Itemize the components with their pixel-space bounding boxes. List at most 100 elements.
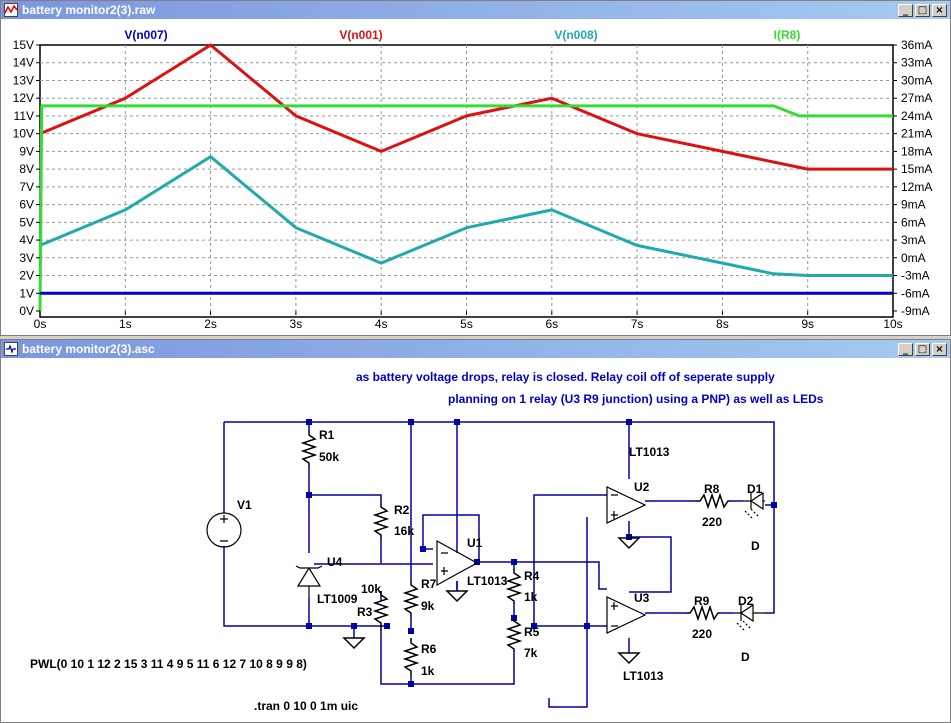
schematic-icon — [4, 342, 18, 356]
wires — [223, 421, 775, 708]
r6-value: 1k — [421, 664, 435, 678]
y-right-tick-label: -3mA — [901, 269, 930, 283]
plot-window-titlebar[interactable]: battery monitor2(3).raw _ □ × — [1, 1, 950, 19]
legend-entry[interactable]: V(n007) — [124, 28, 167, 42]
y-right-tick-label: 9mA — [901, 198, 926, 212]
r7-label: R7 — [421, 577, 437, 591]
y-left-tick-label: 1V — [19, 286, 34, 300]
r4-label: R4 — [524, 569, 540, 583]
schematic-window[interactable]: battery monitor2(3).asc _ □ × as battery… — [0, 339, 951, 723]
r1-value: 50k — [319, 450, 339, 464]
y-left-tick-label: 4V — [19, 233, 34, 247]
d2-model: D — [741, 650, 750, 664]
x-tick-label: 9s — [801, 317, 814, 331]
y-right-tick-label: -6mA — [901, 286, 930, 300]
r8-label: R8 — [704, 482, 720, 496]
r4-value: 1k — [524, 590, 538, 604]
y-right-tick-label: 12mA — [901, 180, 932, 194]
x-tick-label: 7s — [631, 317, 644, 331]
u1-part: LT1013 — [467, 574, 508, 588]
junction-dots — [306, 419, 777, 687]
series-line-ir8 — [38, 104, 893, 312]
y-right-tick-label: 0mA — [901, 251, 926, 265]
tran-directive: .tran 0 10 0 1m uic — [254, 699, 358, 713]
y-right-tick-label: 24mA — [901, 109, 932, 123]
r8-value: 220 — [702, 515, 722, 529]
plot-window-title: battery monitor2(3).raw — [22, 3, 156, 17]
minimize-button[interactable]: _ — [898, 3, 913, 17]
d1-label: D1 — [747, 482, 763, 496]
legend-entry[interactable]: V(n008) — [554, 28, 597, 42]
y-left-tick-label: 2V — [19, 269, 34, 283]
y-left-tick-label: 3V — [19, 251, 34, 265]
u4-part: LT1009 — [317, 592, 358, 606]
y-left-tick-label: 11V — [14, 109, 34, 123]
y-left-tick-label: 5V — [19, 215, 34, 229]
series-line-vn008 — [39, 155, 893, 277]
r5-value: 7k — [524, 646, 538, 660]
close-button[interactable]: × — [932, 342, 947, 356]
resistor-symbols — [300, 431, 730, 676]
r3-value: 10k — [361, 582, 381, 596]
x-tick-label: 10s — [883, 317, 902, 331]
u4-reference-symbol — [295, 565, 323, 598]
comment-line-1: as battery voltage drops, relay is close… — [356, 370, 775, 384]
waveform-plot[interactable]: 15V14V13V12V11V10V9V8V7V6V5V4V3V2V1V0V36… — [1, 19, 950, 335]
y-right-tick-label: 27mA — [901, 91, 932, 105]
y-right-tick-label: 18mA — [901, 144, 932, 158]
v1-label: V1 — [237, 498, 252, 512]
led-symbols — [734, 491, 765, 632]
u2-label: U2 — [634, 480, 650, 494]
comment-line-2: planning on 1 relay (U3 R9 junction) usi… — [448, 392, 824, 406]
pwl-directive: PWL(0 10 1 12 2 15 3 11 4 9 5 11 6 12 7 … — [30, 657, 307, 671]
y-left-tick-label: 7V — [19, 180, 34, 194]
v1-source-symbol — [206, 512, 242, 548]
y-right-tick-label: -9mA — [901, 304, 930, 318]
u3-label: U3 — [634, 591, 650, 605]
x-tick-label: 5s — [460, 317, 473, 331]
y-right-tick-label: 30mA — [901, 73, 932, 87]
schematic-window-title: battery monitor2(3).asc — [22, 342, 155, 356]
y-left-tick-label: 0V — [19, 304, 34, 318]
schematic-window-titlebar[interactable]: battery monitor2(3).asc _ □ × — [1, 340, 950, 358]
ground-symbols — [342, 537, 641, 665]
schematic-canvas[interactable]: as battery voltage drops, relay is close… — [1, 358, 950, 722]
d2-label: D2 — [738, 594, 754, 608]
x-tick-label: 4s — [375, 317, 388, 331]
x-tick-label: 3s — [290, 317, 303, 331]
maximize-button[interactable]: □ — [915, 342, 930, 356]
r5-label: R5 — [524, 625, 540, 639]
maximize-button[interactable]: □ — [915, 3, 930, 17]
y-left-tick-label: 9V — [19, 144, 34, 158]
r9-label: R9 — [694, 594, 710, 608]
y-right-tick-label: 33mA — [901, 56, 932, 70]
y-left-tick-label: 12V — [13, 91, 34, 105]
y-right-tick-label: 36mA — [901, 38, 932, 52]
x-tick-label: 0s — [34, 317, 47, 331]
r7-value: 9k — [421, 599, 435, 613]
legend-entry[interactable]: V(n001) — [339, 28, 382, 42]
close-button[interactable]: × — [932, 3, 947, 17]
y-left-tick-label: 14V — [13, 56, 34, 70]
d1-model: D — [751, 539, 760, 553]
y-right-tick-label: 6mA — [901, 215, 926, 229]
r2-label: R2 — [394, 503, 410, 517]
r2-value: 16k — [394, 524, 414, 538]
r1-label: R1 — [319, 428, 335, 442]
y-right-tick-label: 3mA — [901, 233, 926, 247]
y-left-tick-label: 13V — [13, 73, 34, 87]
y-right-tick-label: 15mA — [901, 162, 932, 176]
legend-entry[interactable]: I(R8) — [774, 28, 801, 42]
x-tick-label: 6s — [545, 317, 558, 331]
plot-area-frame — [39, 44, 894, 318]
y-left-tick-label: 10V — [13, 127, 34, 141]
series-line-vn001 — [39, 43, 893, 171]
waveform-icon — [4, 3, 18, 17]
opamp-symbols — [436, 486, 647, 634]
minimize-button[interactable]: _ — [898, 342, 913, 356]
x-tick-label: 2s — [204, 317, 217, 331]
u3-part: LT1013 — [623, 669, 664, 683]
r6-label: R6 — [421, 642, 437, 656]
y-right-tick-label: 21mA — [901, 127, 932, 141]
